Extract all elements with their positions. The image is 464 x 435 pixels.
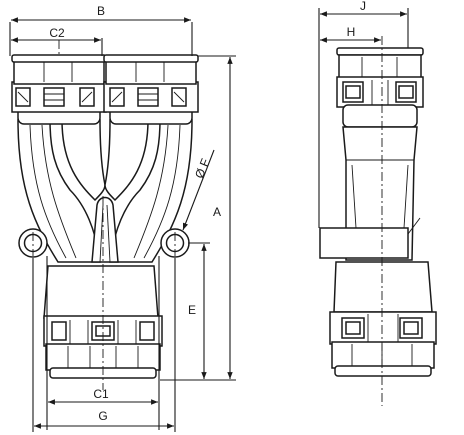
dimension-f-leader <box>182 149 215 231</box>
dimensions: B C2 A Ø F E C1 G J H <box>9 0 409 432</box>
dimension-h-label: H <box>347 25 356 39</box>
front-view <box>11 40 199 390</box>
dimension-c1-label: C1 <box>93 387 109 401</box>
dimension-e-label: E <box>188 303 196 317</box>
dimension-j-label: J <box>360 0 366 13</box>
dimension-f-label: Ø F <box>192 157 212 181</box>
dimension-a-label: A <box>213 205 221 219</box>
dimension-g-label: G <box>98 409 107 423</box>
dimension-c2-label: C2 <box>49 26 65 40</box>
side-view <box>319 36 437 406</box>
dimension-b-label: B <box>97 4 105 18</box>
